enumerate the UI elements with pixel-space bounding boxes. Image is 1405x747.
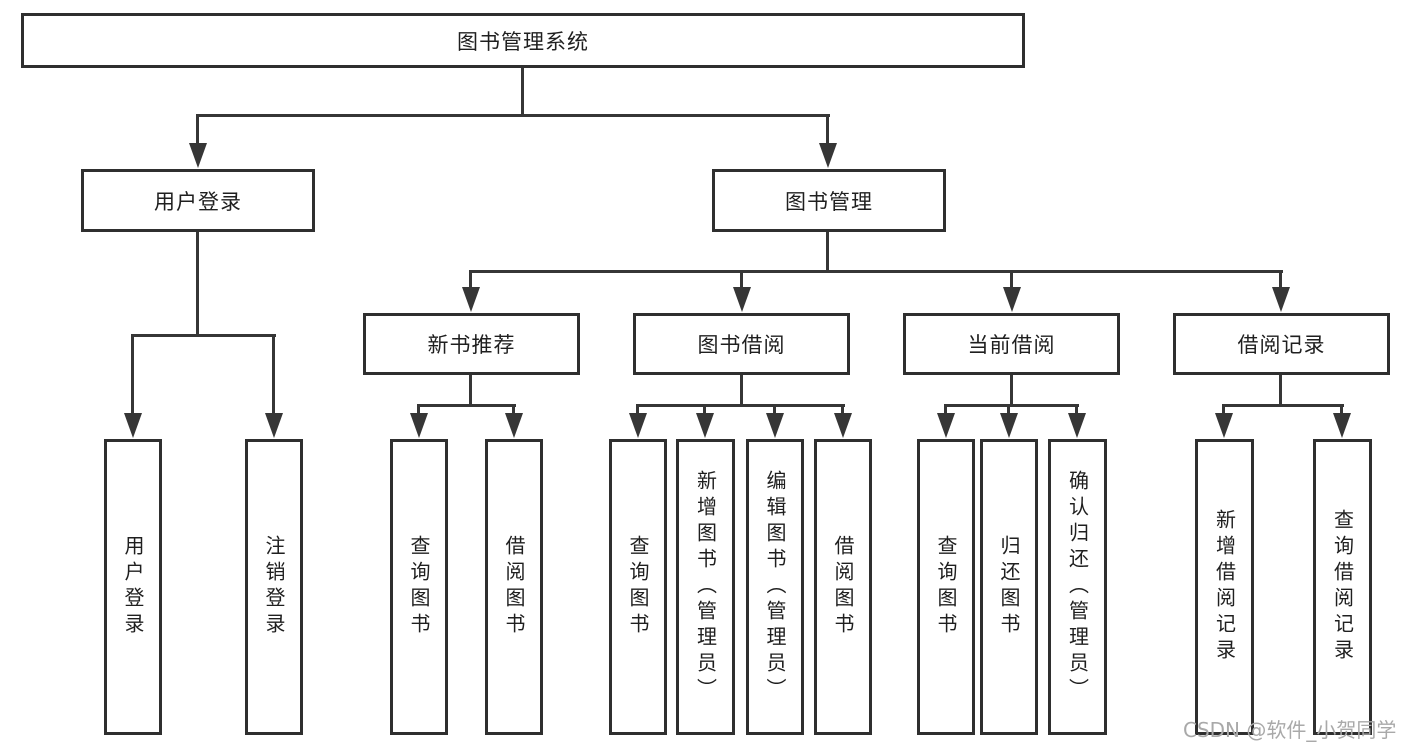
node-label: 当前借阅 bbox=[967, 333, 1056, 357]
node-user-login: 用户登录 bbox=[81, 169, 315, 232]
leaf-return-book: 归还图书 bbox=[980, 439, 1038, 735]
connector-line bbox=[272, 334, 275, 416]
arrow-down-icon bbox=[265, 413, 283, 438]
leaf-query-books-recommend: 查询图书 bbox=[390, 439, 448, 735]
leaf-label: 注销登录 bbox=[262, 535, 286, 639]
connector-line bbox=[1075, 404, 1078, 415]
leaf-query-borrow-record: 查询借阅记录 bbox=[1313, 439, 1372, 735]
connector-line bbox=[826, 232, 829, 273]
connector-line bbox=[703, 404, 706, 415]
arrow-down-icon bbox=[629, 413, 647, 438]
arrow-down-icon bbox=[766, 413, 784, 438]
arrow-down-icon bbox=[1333, 413, 1351, 438]
connector-line bbox=[131, 334, 134, 416]
connector-line bbox=[417, 404, 420, 415]
leaf-label: 新增图书（管理员） bbox=[693, 470, 718, 704]
connector-line bbox=[1010, 270, 1013, 290]
arrow-down-icon bbox=[462, 287, 480, 312]
leaf-label: 查询图书 bbox=[934, 535, 958, 639]
leaf-logout: 注销登录 bbox=[245, 439, 303, 735]
node-label: 借阅记录 bbox=[1237, 333, 1326, 357]
node-label: 图书管理系统 bbox=[457, 29, 589, 54]
connector-line bbox=[1007, 404, 1010, 415]
leaf-label: 编辑图书（管理员） bbox=[763, 470, 787, 704]
node-new-book-recommendation: 新书推荐 bbox=[363, 313, 580, 375]
leaf-label: 查询图书 bbox=[626, 535, 650, 639]
arrow-down-icon bbox=[696, 413, 714, 438]
arrow-down-icon bbox=[819, 143, 837, 168]
csdn-watermark: CSDN @软件_小贺同学 bbox=[1183, 718, 1397, 742]
connector-line bbox=[469, 270, 472, 290]
arrow-down-icon bbox=[1272, 287, 1290, 312]
arrow-down-icon bbox=[937, 413, 955, 438]
arrow-down-icon bbox=[505, 413, 523, 438]
leaf-label: 借阅图书 bbox=[502, 535, 526, 639]
connector-line bbox=[469, 270, 1283, 273]
leaf-user-login: 用户登录 bbox=[104, 439, 162, 735]
arrow-down-icon bbox=[834, 413, 852, 438]
node-borrowing-records: 借阅记录 bbox=[1173, 313, 1390, 375]
node-book-borrowing: 图书借阅 bbox=[633, 313, 850, 375]
leaf-query-books-borrowing: 查询图书 bbox=[609, 439, 667, 735]
node-label: 新书推荐 bbox=[427, 333, 516, 357]
connector-line bbox=[1340, 404, 1343, 415]
arrow-down-icon bbox=[1068, 413, 1086, 438]
arrow-down-icon bbox=[733, 287, 751, 312]
connector-line bbox=[521, 68, 524, 116]
leaf-label: 查询借阅记录 bbox=[1330, 509, 1355, 665]
leaf-query-books-current: 查询图书 bbox=[917, 439, 975, 735]
connector-line bbox=[1279, 270, 1282, 290]
leaf-confirm-return-admin: 确认归还（管理员） bbox=[1048, 439, 1107, 735]
connector-line bbox=[1222, 404, 1225, 415]
connector-line bbox=[636, 404, 639, 415]
leaf-add-book-admin: 新增图书（管理员） bbox=[676, 439, 735, 735]
arrow-down-icon bbox=[1000, 413, 1018, 438]
leaf-add-borrow-record: 新增借阅记录 bbox=[1195, 439, 1254, 735]
connector-line bbox=[773, 404, 776, 415]
connector-line bbox=[740, 375, 743, 407]
leaf-label: 确认归还（管理员） bbox=[1065, 470, 1090, 704]
leaf-label: 新增借阅记录 bbox=[1212, 509, 1237, 665]
connector-line bbox=[417, 404, 516, 407]
node-book-management-system: 图书管理系统 bbox=[21, 13, 1025, 68]
leaf-borrow-books-borrowing: 借阅图书 bbox=[814, 439, 872, 735]
leaf-label: 查询图书 bbox=[407, 535, 431, 639]
connector-line bbox=[469, 375, 472, 407]
connector-line bbox=[1279, 375, 1282, 407]
connector-line bbox=[841, 404, 844, 415]
arrow-down-icon bbox=[124, 413, 142, 438]
arrow-down-icon bbox=[410, 413, 428, 438]
connector-line bbox=[196, 232, 199, 337]
leaf-edit-book-admin: 编辑图书（管理员） bbox=[746, 439, 804, 735]
connector-line bbox=[636, 404, 845, 407]
connector-line bbox=[1222, 404, 1344, 407]
leaf-label: 用户登录 bbox=[121, 535, 145, 639]
leaf-label: 归还图书 bbox=[997, 535, 1021, 639]
connector-line bbox=[512, 404, 515, 415]
connector-line bbox=[740, 270, 743, 290]
connector-line bbox=[944, 404, 1079, 407]
leaf-label: 借阅图书 bbox=[831, 535, 855, 639]
arrow-down-icon bbox=[1003, 287, 1021, 312]
connector-line bbox=[826, 114, 829, 146]
arrow-down-icon bbox=[1215, 413, 1233, 438]
node-label: 图书借阅 bbox=[697, 333, 786, 357]
arrow-down-icon bbox=[189, 143, 207, 168]
node-current-borrowing: 当前借阅 bbox=[903, 313, 1120, 375]
connector-line bbox=[944, 404, 947, 415]
connector-line bbox=[1010, 375, 1013, 407]
connector-line bbox=[197, 114, 830, 117]
node-label: 用户登录 bbox=[154, 189, 242, 214]
node-label: 图书管理 bbox=[785, 189, 873, 214]
connector-line bbox=[196, 114, 199, 146]
node-book-management: 图书管理 bbox=[712, 169, 946, 232]
connector-line bbox=[131, 334, 276, 337]
leaf-borrow-books-recommend: 借阅图书 bbox=[485, 439, 543, 735]
